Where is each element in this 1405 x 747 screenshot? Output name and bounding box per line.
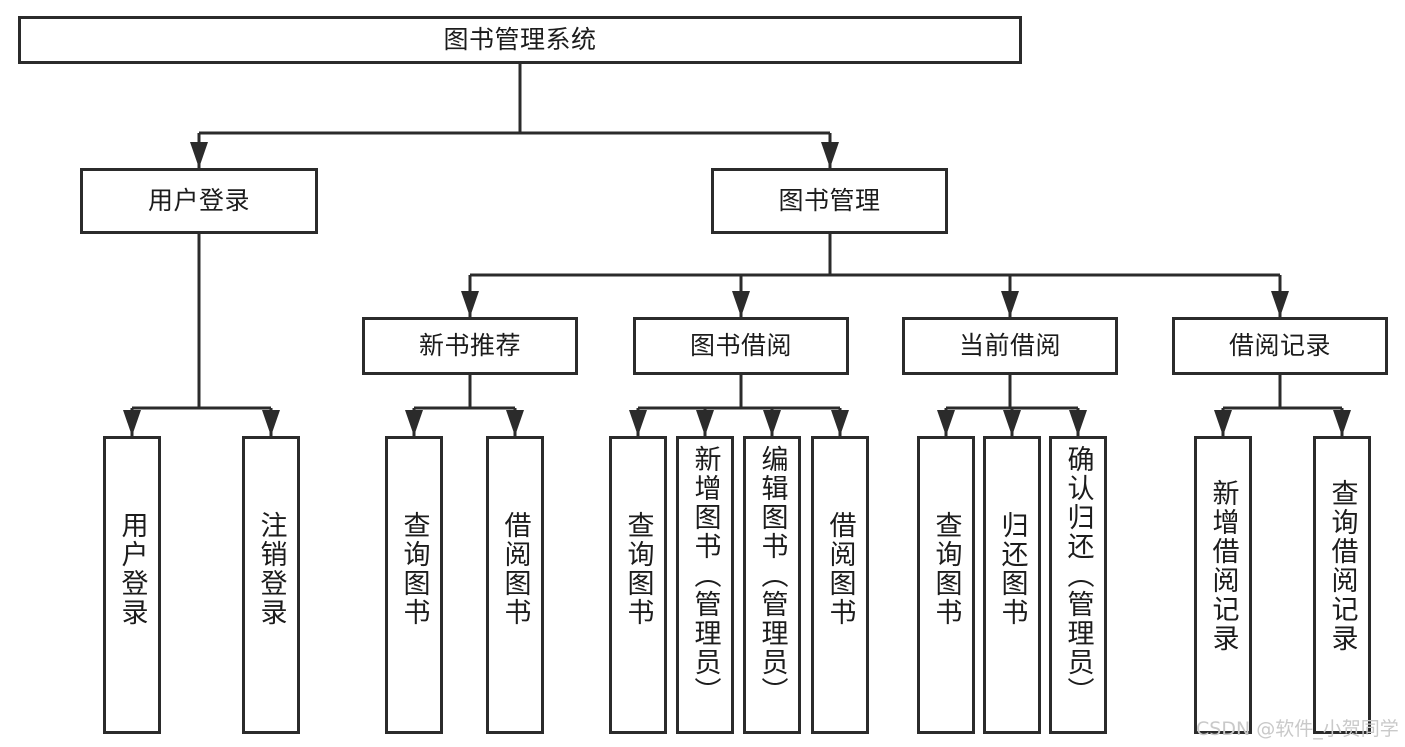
node-label: 归还图书 bbox=[996, 511, 1028, 627]
arrowhead-icon bbox=[763, 410, 781, 436]
node-book-borrow[interactable]: 图书借阅 bbox=[633, 317, 849, 375]
node-new-book-rec[interactable]: 新书推荐 bbox=[362, 317, 578, 375]
node-label: 新增图书（管理员） bbox=[689, 445, 721, 706]
arrowhead-icon bbox=[262, 410, 280, 436]
node-current-borrow[interactable]: 当前借阅 bbox=[902, 317, 1118, 375]
node-label: 当前借阅 bbox=[958, 330, 1061, 360]
node-leaf-query-book-cur[interactable]: 查询图书 bbox=[917, 436, 975, 734]
node-leaf-logout[interactable]: 注销登录 bbox=[242, 436, 300, 734]
arrowhead-icon bbox=[821, 142, 839, 168]
node-leaf-borrow-book-rec[interactable]: 借阅图书 bbox=[486, 436, 544, 734]
node-label: 编辑图书（管理员） bbox=[756, 445, 788, 706]
node-label: 查询图书 bbox=[930, 511, 962, 627]
node-label: 图书管理 bbox=[778, 185, 881, 215]
arrowhead-icon bbox=[405, 410, 423, 436]
node-label: 确认归还（管理员） bbox=[1062, 445, 1094, 706]
node-label: 用户登录 bbox=[147, 185, 250, 215]
edge-group bbox=[123, 64, 1351, 436]
arrowhead-icon bbox=[629, 410, 647, 436]
arrowhead-icon bbox=[1271, 291, 1289, 317]
node-label: 查询借阅记录 bbox=[1326, 479, 1358, 653]
node-leaf-confirm-return[interactable]: 确认归还（管理员） bbox=[1049, 436, 1107, 734]
node-label: 新书推荐 bbox=[418, 330, 521, 360]
node-leaf-borrow-book[interactable]: 借阅图书 bbox=[811, 436, 869, 734]
arrowhead-icon bbox=[1069, 410, 1087, 436]
node-user-login[interactable]: 用户登录 bbox=[80, 168, 318, 234]
node-label: 图书管理系统 bbox=[443, 24, 597, 54]
node-leaf-query-book-rec[interactable]: 查询图书 bbox=[385, 436, 443, 734]
node-leaf-edit-book[interactable]: 编辑图书（管理员） bbox=[743, 436, 801, 734]
node-leaf-add-book[interactable]: 新增图书（管理员） bbox=[676, 436, 734, 734]
node-label: 图书借阅 bbox=[689, 330, 792, 360]
node-book-manage[interactable]: 图书管理 bbox=[711, 168, 948, 234]
arrowhead-icon bbox=[190, 142, 208, 168]
arrowhead-icon bbox=[831, 410, 849, 436]
arrowhead-icon bbox=[696, 410, 714, 436]
node-leaf-add-record[interactable]: 新增借阅记录 bbox=[1194, 436, 1252, 734]
arrowhead-icon bbox=[1333, 410, 1351, 436]
node-root[interactable]: 图书管理系统 bbox=[18, 16, 1022, 64]
arrowhead-icon bbox=[123, 410, 141, 436]
arrowhead-icon bbox=[1003, 410, 1021, 436]
node-label: 借阅图书 bbox=[499, 511, 531, 627]
node-label: 查询图书 bbox=[622, 511, 654, 627]
node-label: 注销登录 bbox=[255, 511, 287, 627]
node-leaf-return-book[interactable]: 归还图书 bbox=[983, 436, 1041, 734]
node-label: 借阅记录 bbox=[1228, 330, 1331, 360]
arrowhead-icon bbox=[1214, 410, 1232, 436]
node-borrow-record[interactable]: 借阅记录 bbox=[1172, 317, 1388, 375]
arrowhead-icon bbox=[732, 291, 750, 317]
arrowhead-icon bbox=[461, 291, 479, 317]
node-leaf-query-record[interactable]: 查询借阅记录 bbox=[1313, 436, 1371, 734]
node-label: 用户登录 bbox=[116, 511, 148, 627]
arrowhead-icon bbox=[937, 410, 955, 436]
arrowhead-icon bbox=[506, 410, 524, 436]
node-label: 查询图书 bbox=[398, 511, 430, 627]
arrowhead-icon bbox=[1001, 291, 1019, 317]
node-label: 借阅图书 bbox=[824, 511, 856, 627]
node-label: 新增借阅记录 bbox=[1207, 479, 1239, 653]
node-leaf-user-login[interactable]: 用户登录 bbox=[103, 436, 161, 734]
node-leaf-query-book[interactable]: 查询图书 bbox=[609, 436, 667, 734]
